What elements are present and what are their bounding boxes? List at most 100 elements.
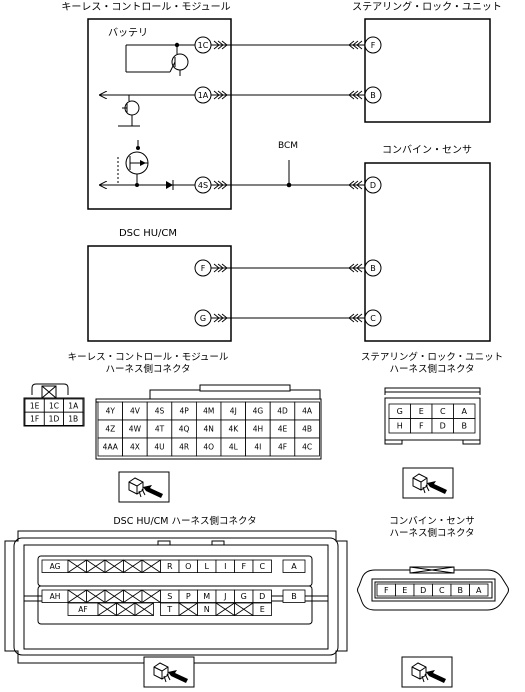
pin-label: 4X xyxy=(130,443,140,452)
connector-cell: 1E xyxy=(24,398,45,413)
combine-title: コンバイン・センサ xyxy=(382,144,472,156)
pin-label: 1A xyxy=(198,91,209,100)
connector-cell: L xyxy=(197,559,217,573)
empty-cell xyxy=(141,589,161,603)
dsc-title: DSC HU/CM xyxy=(119,228,177,239)
connector-cell: D xyxy=(252,589,272,603)
connector-cell: C xyxy=(431,403,454,419)
connector-cell: 1F xyxy=(24,411,45,426)
pin-label: 1A xyxy=(68,401,79,410)
pin-label: B xyxy=(370,91,376,100)
connector-cell: 1A xyxy=(63,398,84,413)
empty-cell xyxy=(141,559,161,573)
pin-label: 4G xyxy=(253,407,264,416)
pin-label: 1F xyxy=(30,415,39,424)
connector-cell: 4Z xyxy=(97,419,124,439)
pin-label: R xyxy=(167,562,173,571)
pin-label: F xyxy=(371,41,376,50)
connector-cell: 4R xyxy=(171,437,197,457)
pin-label: 1C xyxy=(198,41,209,50)
pin-label: A xyxy=(476,586,482,595)
connector-cell: F xyxy=(234,559,254,573)
pin-label: E xyxy=(402,586,407,595)
connector-cell: 4I xyxy=(245,437,271,457)
connector-cell: D xyxy=(431,418,454,434)
slu-connector-title-2: ハーネス側コネクタ xyxy=(389,363,474,375)
empty-cell xyxy=(67,559,87,573)
kcm-title: キーレス・コントロール・モジュール xyxy=(61,2,230,13)
connector-cell: 4X xyxy=(122,437,148,457)
pin-label: 4H xyxy=(253,425,263,434)
connector-cell: 4D xyxy=(269,401,296,421)
pin-label: 1B xyxy=(68,415,78,424)
combine-pin-b: B xyxy=(364,259,382,277)
pin-label: 4W xyxy=(129,425,142,434)
pin-label: 4F xyxy=(278,443,287,452)
connector-cell: 4C xyxy=(294,437,320,457)
pin-label: E xyxy=(260,605,265,614)
pin-label: 4R xyxy=(179,443,189,452)
empty-cell xyxy=(134,602,154,616)
connector-cell: 1B xyxy=(63,411,84,426)
connector-cell: C xyxy=(252,559,272,573)
pin-label: G xyxy=(200,314,206,323)
pin-label: F xyxy=(201,264,206,273)
connector-cell: G xyxy=(234,589,254,603)
connector-cell: S xyxy=(160,589,180,603)
connector-cell: 4H xyxy=(245,419,271,439)
connector-cell: 4O xyxy=(195,437,222,457)
connector-cell: 4S xyxy=(146,401,173,421)
wires xyxy=(211,44,365,319)
pin-label: M xyxy=(203,592,210,601)
dsc-pin-g: G xyxy=(194,309,212,327)
dsc-pin-f: F xyxy=(194,259,212,277)
connector-cell: 1C xyxy=(43,398,64,413)
connector-cell: H xyxy=(388,418,411,434)
pin-label: 1E xyxy=(30,401,40,410)
combine-box xyxy=(364,162,491,342)
slu-box xyxy=(364,18,491,123)
connector-cell: 4M xyxy=(195,401,222,421)
kcm-pin-1c: 1C xyxy=(194,36,212,54)
connector-cell: 4J xyxy=(220,401,247,421)
pin-label: 4P xyxy=(179,407,189,416)
connector-cell: T xyxy=(160,602,180,616)
connector-cell: R xyxy=(160,559,180,573)
connector-cell: 4B xyxy=(294,419,320,439)
connector-cell: I xyxy=(215,559,235,573)
pin-label: 4AA xyxy=(103,443,119,452)
kcm-pin-4s: 4S xyxy=(194,176,212,194)
empty-cell xyxy=(104,559,124,573)
pin-label: 4E xyxy=(278,425,288,434)
pin-label: 4M xyxy=(203,407,214,416)
pin-label: C xyxy=(440,407,446,416)
empty-cell xyxy=(97,602,117,616)
pin-label: I xyxy=(224,562,226,571)
pin-label: F xyxy=(419,422,424,431)
pin-label: E xyxy=(419,407,424,416)
combine-connector-title-1: コンバイン・センサ xyxy=(389,516,475,527)
connector-cell: AH xyxy=(41,589,69,603)
pin-label: 4C xyxy=(302,443,312,452)
connector-cell: 4F xyxy=(269,437,296,457)
connector-cell: 4A xyxy=(294,401,320,421)
connector-cell: 4U xyxy=(146,437,173,457)
pin-label: S xyxy=(167,592,172,601)
kcm-pin-1a: 1A xyxy=(194,86,212,104)
pin-label: F xyxy=(241,562,246,571)
connector-cell: 4E xyxy=(269,419,296,439)
connector-cell: O xyxy=(178,559,198,573)
pin-label: A xyxy=(291,562,297,571)
empty-cell xyxy=(67,589,87,603)
connector-cell: P xyxy=(178,589,198,603)
pin-label: B xyxy=(458,586,464,595)
pin-label: 4N xyxy=(204,425,214,434)
connector-probe-icon xyxy=(118,471,170,503)
connector-cell: 4Q xyxy=(171,419,197,439)
pin-label: N xyxy=(204,605,210,614)
connector-cell: 1D xyxy=(43,411,64,426)
pin-label: O xyxy=(185,562,191,571)
connector-cell: 4T xyxy=(146,419,173,439)
connector-cell: C xyxy=(432,583,452,597)
pin-label: 4T xyxy=(155,425,165,434)
